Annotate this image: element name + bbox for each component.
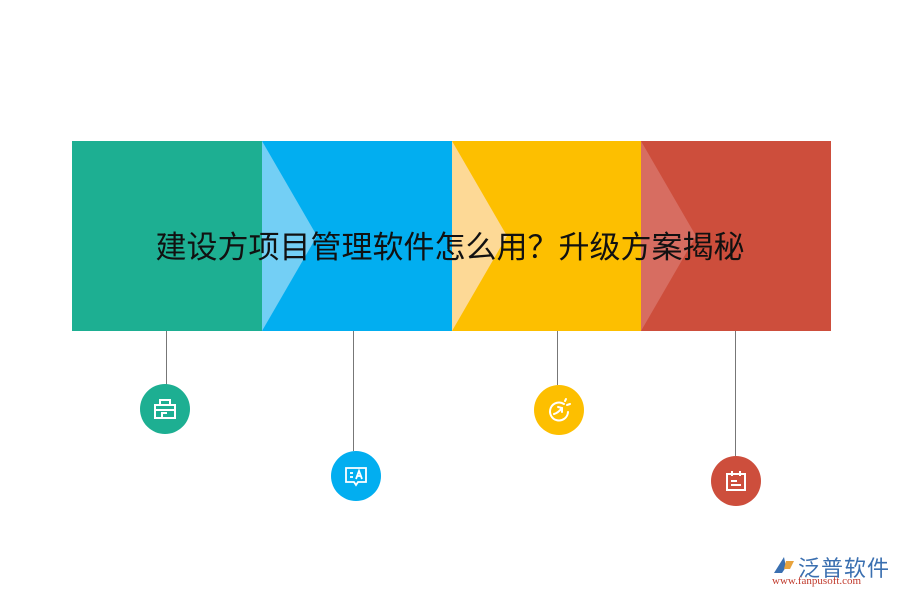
step-icon-circle-1 (140, 384, 190, 434)
chevron-arrow-shape (452, 141, 507, 331)
chevron-arrow-shape (641, 141, 696, 331)
step-panel-3 (452, 141, 642, 331)
step-panel-4 (641, 141, 831, 331)
logo-url: www.fanpusoft.com (772, 575, 862, 587)
step-panel-1 (72, 141, 262, 331)
translate-chat-icon (345, 467, 367, 487)
fanpu-logo-icon (774, 557, 794, 573)
step-icon-circle-4 (711, 456, 761, 506)
step-icon-circle-3 (534, 385, 584, 435)
step-panel-2 (262, 141, 452, 331)
chevron-arrow-shape (262, 141, 317, 331)
connector-line-2 (353, 331, 354, 451)
connector-line-1 (166, 331, 167, 385)
page-title: 建设方项目管理软件怎么用？升级方案揭秘 (155, 230, 745, 266)
toolbox-icon (154, 399, 176, 419)
logo-name: 泛普软件 (798, 557, 891, 582)
growth-arrow-icon (549, 398, 571, 422)
connector-line-4 (735, 331, 736, 456)
calendar-icon (726, 471, 746, 491)
connector-line-3 (557, 331, 558, 385)
brand-logo: 泛普软件 www.fanpusoft.com (772, 553, 892, 593)
step-icon-circle-2 (331, 451, 381, 501)
